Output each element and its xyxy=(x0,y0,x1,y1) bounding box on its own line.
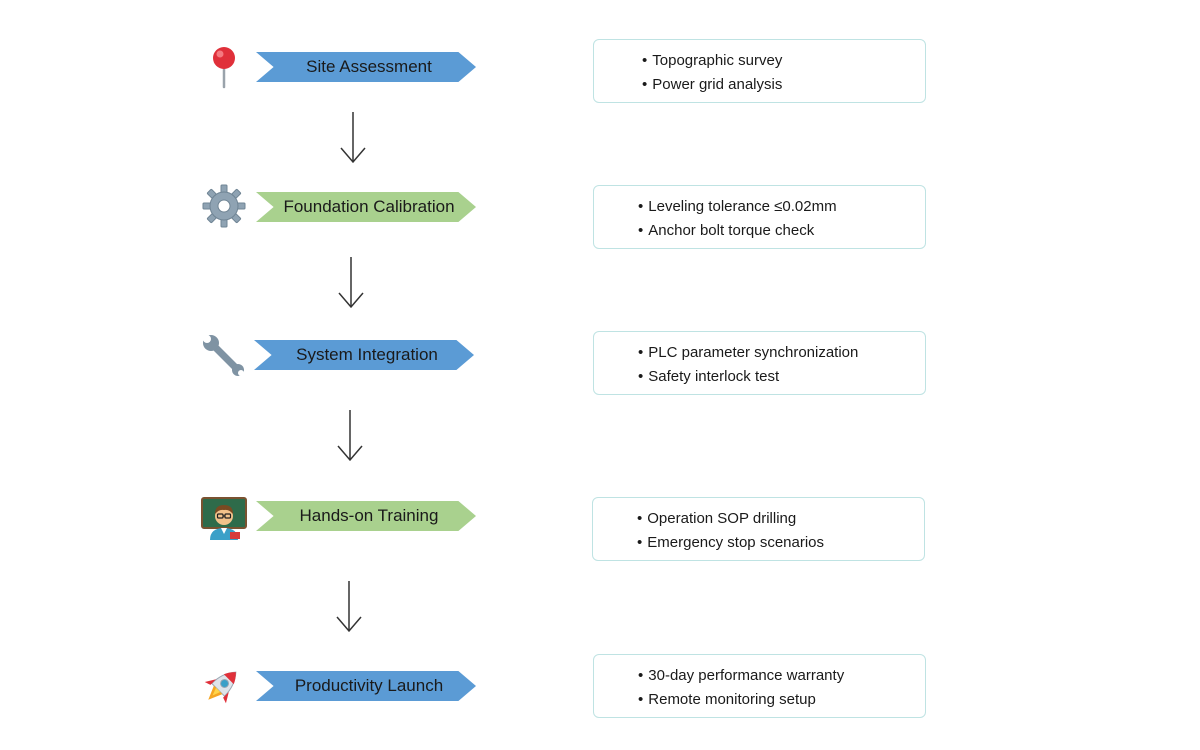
step-details-box: 30-day performance warranty Remote monit… xyxy=(593,654,926,718)
wrench-icon xyxy=(200,332,248,380)
detail-item: Operation SOP drilling xyxy=(637,507,824,531)
step-chevron-site-assessment: Site Assessment xyxy=(256,52,476,82)
detail-item: Leveling tolerance ≤0.02mm xyxy=(638,195,836,219)
step-details-box: Topographic survey Power grid analysis xyxy=(593,39,926,103)
rocket-icon xyxy=(197,663,245,711)
step-chevron-system-integration: System Integration xyxy=(254,340,474,370)
down-arrow xyxy=(338,257,364,309)
step-title: Hands-on Training xyxy=(299,506,439,525)
step-title: Productivity Launch xyxy=(294,676,444,695)
down-arrow xyxy=(337,410,363,462)
step-chevron-foundation-calibration: Foundation Calibration xyxy=(256,192,476,222)
step-details-box: PLC parameter synchronization Safety int… xyxy=(593,331,926,395)
step-chevron-hands-on-training: Hands-on Training xyxy=(256,501,476,531)
detail-item: Anchor bolt torque check xyxy=(638,219,837,243)
down-arrow xyxy=(340,112,366,164)
down-arrow xyxy=(336,581,362,633)
step-title: Site Assessment xyxy=(306,57,432,76)
detail-item: PLC parameter synchronization xyxy=(638,341,858,365)
detail-item: Power grid analysis xyxy=(642,73,782,97)
step-details-box: Leveling tolerance ≤0.02mm Anchor bolt t… xyxy=(593,185,926,249)
step-chevron-productivity-launch: Productivity Launch xyxy=(256,671,476,701)
step-title: System Integration xyxy=(296,345,438,364)
detail-item: Topographic survey xyxy=(642,49,782,73)
detail-item: Safety interlock test xyxy=(638,365,858,389)
detail-item: Emergency stop scenarios xyxy=(637,531,824,555)
gear-icon xyxy=(200,182,248,230)
step-details-box: Operation SOP drilling Emergency stop sc… xyxy=(592,497,925,561)
teacher-icon xyxy=(200,494,248,542)
detail-item: Remote monitoring setup xyxy=(638,688,844,712)
step-title: Foundation Calibration xyxy=(283,197,455,216)
detail-item: 30-day performance warranty xyxy=(638,664,844,688)
map-pin-icon xyxy=(200,43,248,91)
